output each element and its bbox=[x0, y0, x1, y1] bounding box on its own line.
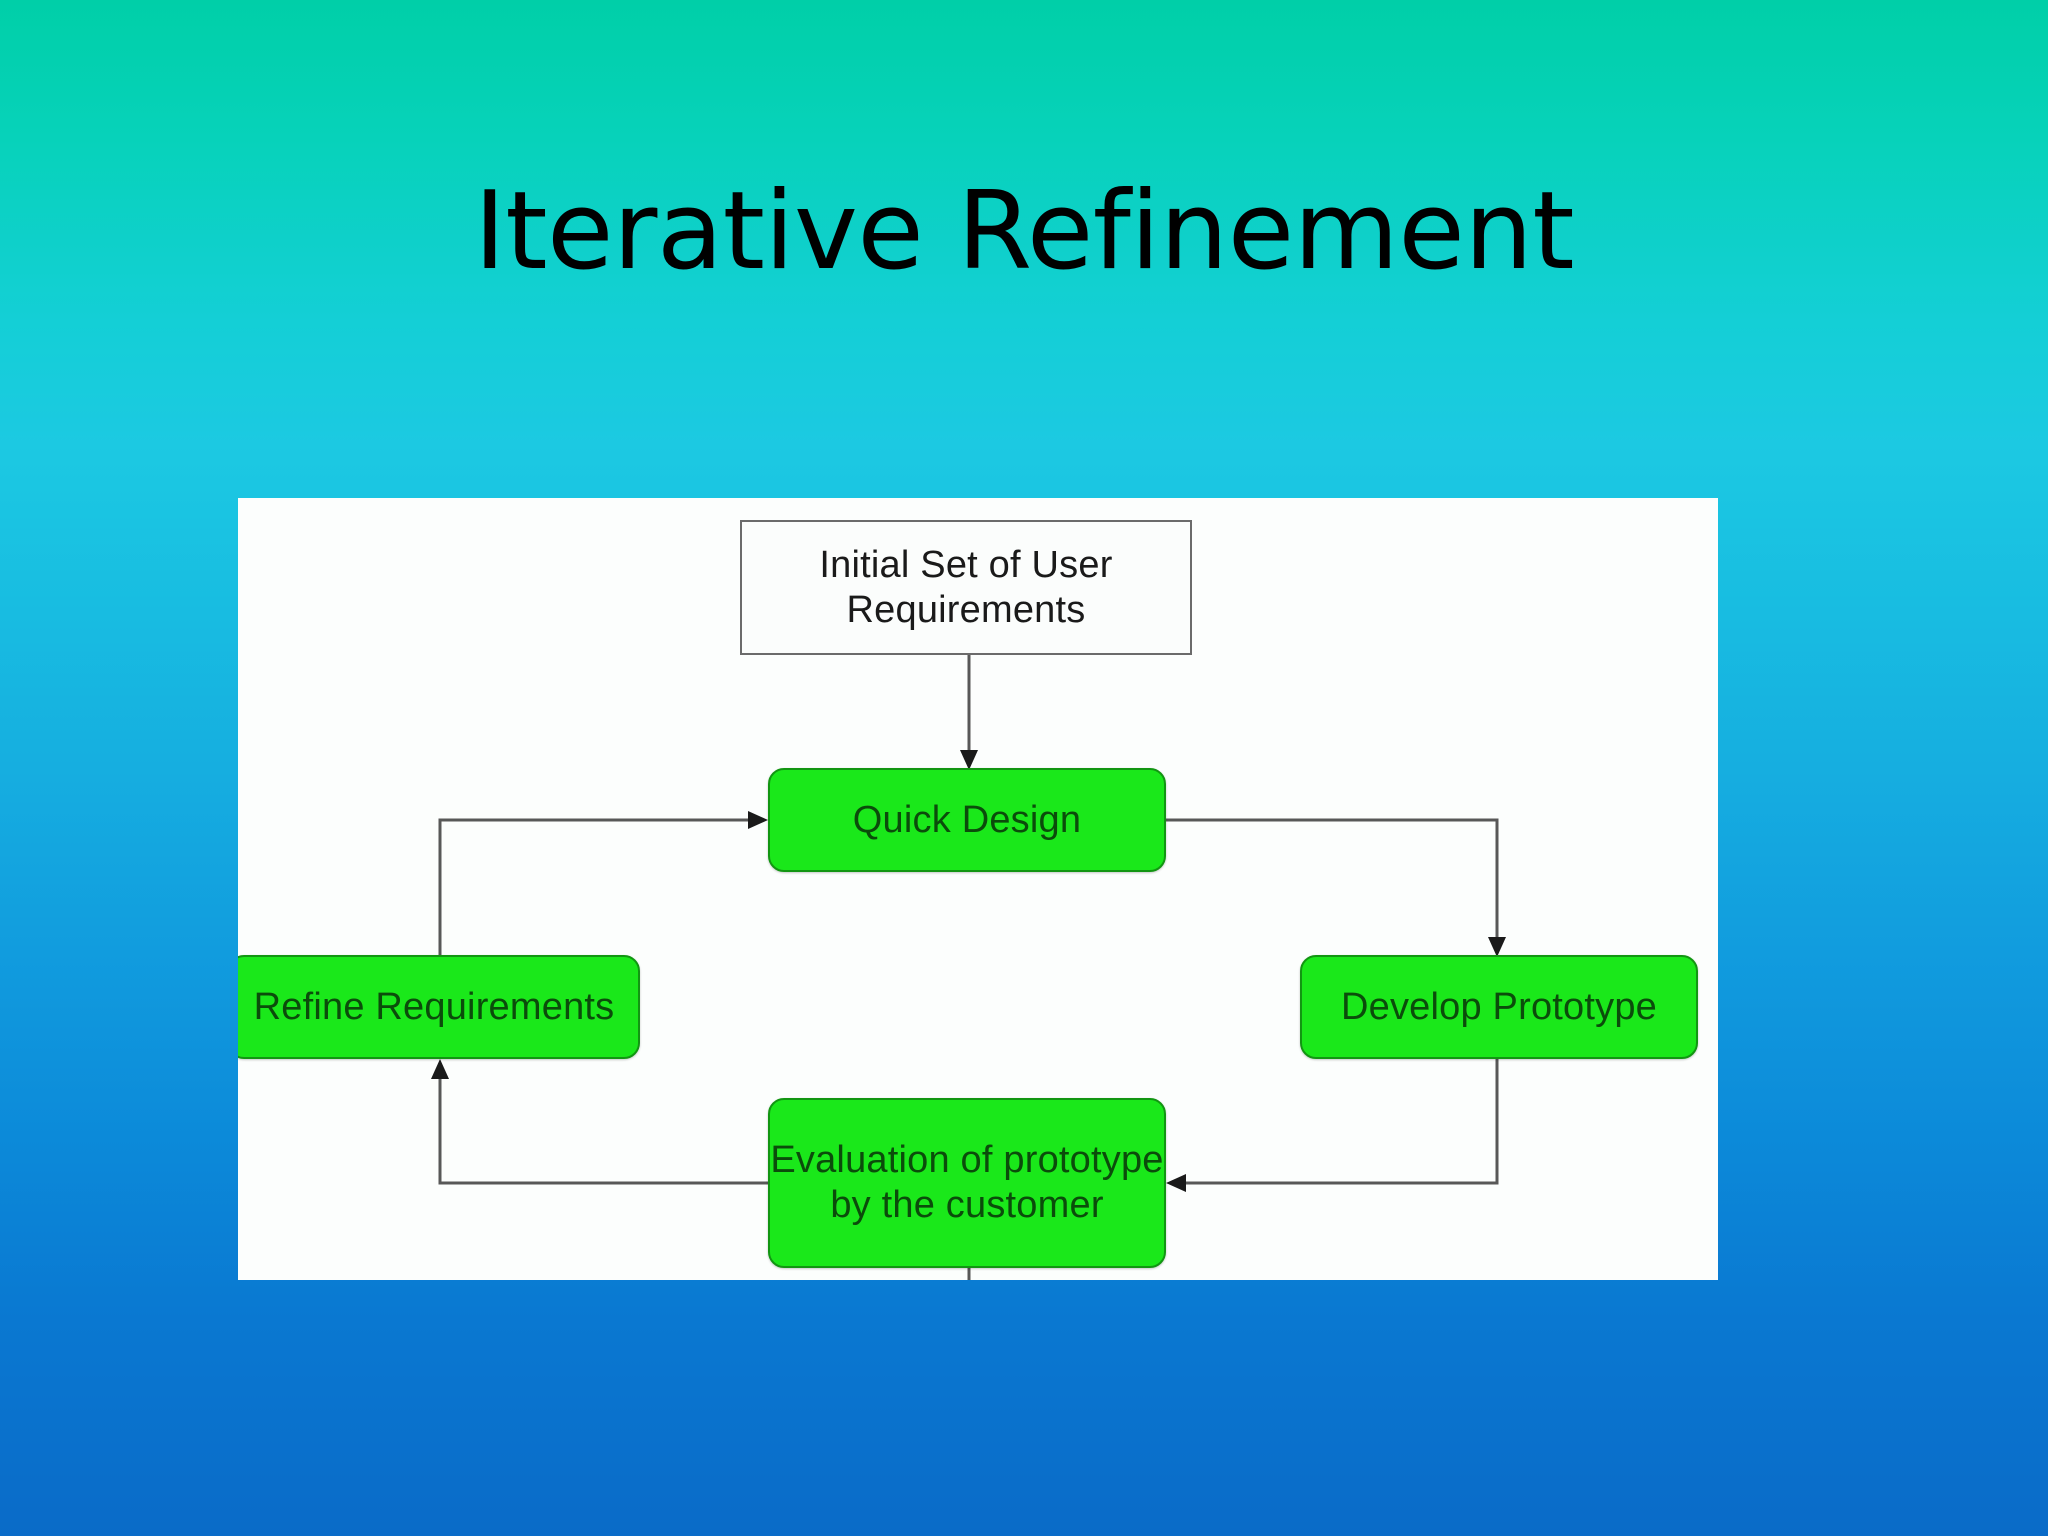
node-initial-set-of-user-requirements[interactable]: Initial Set of User Requirements bbox=[740, 520, 1192, 655]
node-quick-design[interactable]: Quick Design bbox=[768, 768, 1166, 872]
node-refine-requirements[interactable]: Refine Requirements bbox=[238, 955, 640, 1059]
edge-initial-to-quick-design bbox=[960, 655, 978, 770]
page-title: Iterative Refinement bbox=[473, 169, 1575, 295]
edge-refine-requirements-to-quick-design bbox=[438, 811, 768, 955]
node-evaluation-of-prototype-by-the-customer[interactable]: Evaluation of prototype by the customer bbox=[768, 1098, 1166, 1268]
edge-evaluate-to-refine-requirements bbox=[431, 1059, 768, 1185]
node-develop-prototype[interactable]: Develop Prototype bbox=[1300, 955, 1698, 1059]
edge-quick-design-to-develop-prototype bbox=[1166, 818, 1506, 957]
diagram-panel: Initial Set of User Requirements Quick D… bbox=[238, 498, 1718, 1280]
edge-develop-prototype-to-evaluate bbox=[1166, 1059, 1499, 1192]
